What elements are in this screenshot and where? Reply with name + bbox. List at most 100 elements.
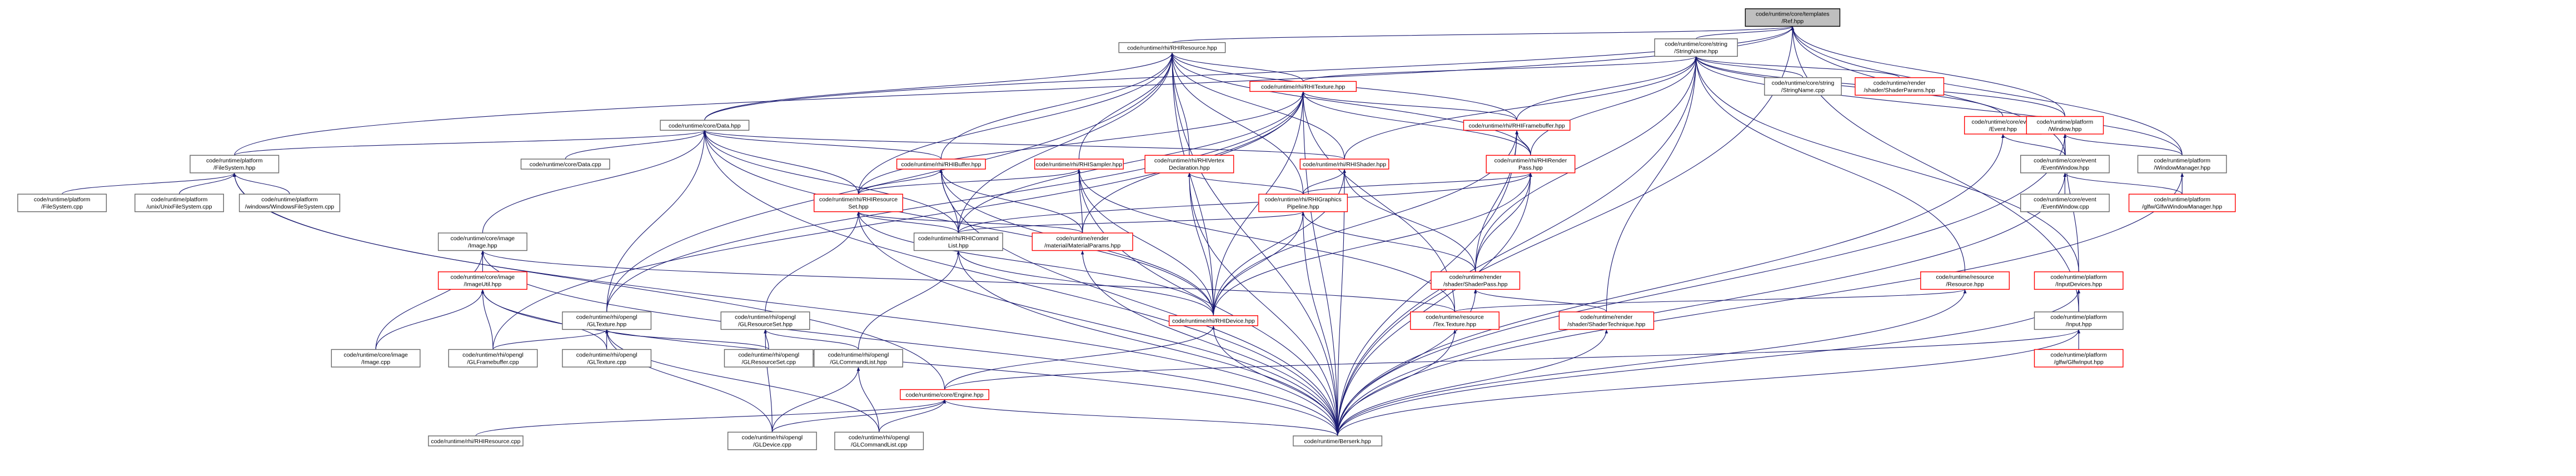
- node-strnamecpp[interactable]: code/runtime/core/string/StringName.cpp: [1764, 77, 1842, 96]
- node-label: code/runtime/resource: [1936, 274, 1994, 281]
- node-label: code/runtime/rhi/RHIRender: [1494, 157, 1567, 164]
- node-glressetcpp[interactable]: code/runtime/rhi/opengl/GLResourceSet.cp…: [724, 349, 814, 368]
- node-label: /glfw/GlfwInput.hpp: [2054, 359, 2104, 365]
- node-label: code/runtime/core/templates: [1756, 11, 1829, 18]
- node-label: /windows/WindowsFileSystem.cpp: [245, 204, 335, 210]
- node-imageutil[interactable]: code/runtime/core/image/ImageUtil.hpp: [437, 271, 527, 290]
- edge-fs-to-data: [234, 130, 706, 156]
- file-nodes: code/runtime/core/templates/Ref.hppcode/…: [17, 8, 2236, 450]
- node-label: code/runtime/platform: [2154, 196, 2211, 203]
- node-berserk[interactable]: code/runtime/Berserk.hpp: [1293, 435, 1383, 447]
- node-image[interactable]: code/runtime/core/image/Image.hpp: [437, 232, 527, 251]
- node-box: [1654, 38, 1738, 57]
- node-glcmdhpp[interactable]: code/runtime/rhi/opengl/GLCommandList.hp…: [814, 349, 903, 368]
- edge-berserk-to-input: [1337, 329, 2080, 436]
- edge-cmdlist-to-resset: [856, 211, 959, 234]
- node-box: [1410, 311, 1499, 330]
- node-label: /StringName.hpp: [1674, 48, 1718, 55]
- node-glfbcpp[interactable]: code/runtime/rhi/opengl/GLFramebuffer.cp…: [448, 349, 538, 368]
- node-spass[interactable]: code/runtime/render/shader/ShaderPass.hp…: [1431, 271, 1521, 290]
- node-ufs[interactable]: code/runtime/platform/unix/UnixFileSyste…: [134, 194, 224, 212]
- node-box: [1299, 158, 1389, 170]
- node-label: /shader/ShaderPass.hpp: [1443, 281, 1508, 288]
- edge-rhitex-to-rhires: [1170, 52, 1304, 82]
- node-rhires[interactable]: code/runtime/rhi/RHIResource.hpp: [1118, 42, 1226, 53]
- edge-rhires-to-ref: [1172, 26, 1794, 43]
- node-label: /EventWindow.hpp: [2041, 165, 2089, 171]
- node-label: code/runtime/core/image: [451, 274, 515, 281]
- edge-matparams-to-rhibuf: [939, 169, 1083, 233]
- node-datacpp[interactable]: code/runtime/core/Data.cpp: [520, 158, 610, 170]
- edge-resource-to-strname: [1694, 56, 1966, 272]
- node-box: [814, 349, 903, 368]
- node-glresset[interactable]: code/runtime/rhi/opengl/GLResourceSet.hp…: [720, 311, 810, 330]
- node-label: List.hpp: [948, 242, 969, 249]
- node-box: [900, 389, 989, 400]
- node-label: code/runtime/rhi/opengl: [828, 351, 889, 358]
- node-label: code/runtime/platform: [261, 196, 318, 203]
- edge-glcmdhpp-to-glresset: [764, 329, 859, 350]
- node-resource[interactable]: code/runtime/resource/Resource.hpp: [1920, 271, 2010, 290]
- node-engine[interactable]: code/runtime/core/Engine.hpp: [900, 389, 989, 400]
- node-box: [2034, 349, 2124, 368]
- node-rtex[interactable]: code/runtime/resource/Tex.Texture.hpp: [1410, 311, 1499, 330]
- node-fs[interactable]: code/runtime/platform/FileSystem.hpp: [190, 155, 280, 173]
- node-vertex[interactable]: code/runtime/rhi/RHIVertexDeclaration.hp…: [1144, 155, 1234, 173]
- node-wfs[interactable]: code/runtime/platform/windows/WindowsFil…: [238, 194, 341, 212]
- node-glfwwm[interactable]: code/runtime/platform/glfw/GlfwWindowMan…: [2128, 194, 2236, 212]
- node-label: code/runtime/Berserk.hpp: [1304, 438, 1371, 445]
- node-pfs[interactable]: code/runtime/platform/FileSystem.cpp: [17, 194, 107, 212]
- node-glfwinput[interactable]: code/runtime/platform/glfw/GlfwInput.hpp: [2034, 349, 2124, 368]
- node-inputdev[interactable]: code/runtime/platform/InputDevices.hpp: [2034, 271, 2124, 290]
- node-gltex[interactable]: code/runtime/rhi/opengl/GLTexture.hpp: [562, 311, 652, 330]
- node-gltexcpp[interactable]: code/runtime/rhi/opengl/GLTexture.cpp: [562, 349, 652, 368]
- node-label: /FileSystem.hpp: [213, 165, 255, 171]
- node-rhidevice[interactable]: code/runtime/rhi/RHIDevice.hpp: [1168, 315, 1258, 326]
- edge-berserk-to-imageutil: [481, 289, 1338, 436]
- node-rhirescpp[interactable]: code/runtime/rhi/RHIResource.cpp: [428, 435, 524, 447]
- node-imagecpp[interactable]: code/runtime/core/image/Image.cpp: [331, 349, 421, 368]
- edge-rhidevice-to-rhires: [1170, 52, 1214, 316]
- node-shparams[interactable]: code/runtime/render/shader/ShaderParams.…: [1855, 77, 1945, 96]
- edge-berserk-to-fb: [1337, 130, 1518, 436]
- edge-gldevcpp-to-glcmdhpp: [771, 367, 860, 433]
- edge-shader-to-strname: [1344, 56, 1698, 160]
- node-data[interactable]: code/runtime/core/Data.hpp: [660, 120, 750, 131]
- node-window[interactable]: code/runtime/platform/Window.hpp: [2026, 116, 2104, 135]
- node-label: code/runtime/platform: [2050, 314, 2107, 321]
- edge-renderpass-to-rhires: [1170, 52, 1531, 156]
- node-label: /ImageUtil.hpp: [464, 281, 502, 288]
- edge-wfs-to-fs: [233, 172, 290, 195]
- edge-fs-to-ref: [234, 26, 1795, 156]
- node-evwin[interactable]: code/runtime/core/event/EventWindow.hpp: [2020, 155, 2110, 173]
- edge-gltex-to-data: [606, 130, 706, 312]
- edge-renderpass-to-rhitex: [1301, 91, 1531, 156]
- node-label: code/runtime/core/string: [1772, 80, 1835, 86]
- node-rhibuf[interactable]: code/runtime/rhi/RHIBuffer.hpp: [896, 158, 986, 170]
- node-label: code/runtime/core/Data.hpp: [669, 122, 741, 129]
- node-glcmdcpp[interactable]: code/runtime/rhi/opengl/GLCommandList.cp…: [834, 432, 924, 450]
- node-sampler[interactable]: code/runtime/rhi/RHISampler.hpp: [1034, 158, 1124, 170]
- node-matparams[interactable]: code/runtime/render/material/MaterialPar…: [1032, 232, 1133, 251]
- edge-glfbcpp-to-imageutil: [481, 289, 494, 350]
- node-strname[interactable]: code/runtime/core/string/StringName.hpp: [1654, 38, 1738, 57]
- node-label: /FileSystem.cpp: [41, 204, 83, 210]
- node-rhitex[interactable]: code/runtime/rhi/RHITexture.hpp: [1249, 81, 1357, 92]
- node-label: code/runtime/rhi/RHIResource.hpp: [1127, 45, 1217, 52]
- node-input[interactable]: code/runtime/platform/Input.hpp: [2034, 311, 2124, 330]
- node-label: code/runtime/rhi/RHIResource.cpp: [431, 438, 520, 445]
- node-ref[interactable]: code/runtime/core/templates/Ref.hpp: [1745, 8, 1841, 27]
- node-evwincpp[interactable]: code/runtime/core/event/EventWindow.cpp: [2020, 194, 2110, 212]
- node-fb[interactable]: code/runtime/rhi/RHIFramebuffer.hpp: [1463, 120, 1571, 131]
- node-stech[interactable]: code/runtime/render/shader/ShaderTechniq…: [1558, 311, 1655, 330]
- node-label: code/runtime/platform: [206, 157, 263, 164]
- node-shader[interactable]: code/runtime/rhi/RHIShader.hpp: [1299, 158, 1389, 170]
- node-gldevcpp[interactable]: code/runtime/rhi/opengl/GLDevice.cpp: [727, 432, 817, 450]
- node-winmgr[interactable]: code/runtime/platform/WindowManager.hpp: [2137, 155, 2227, 173]
- edge-berserk-to-rhidevice: [1212, 325, 1338, 436]
